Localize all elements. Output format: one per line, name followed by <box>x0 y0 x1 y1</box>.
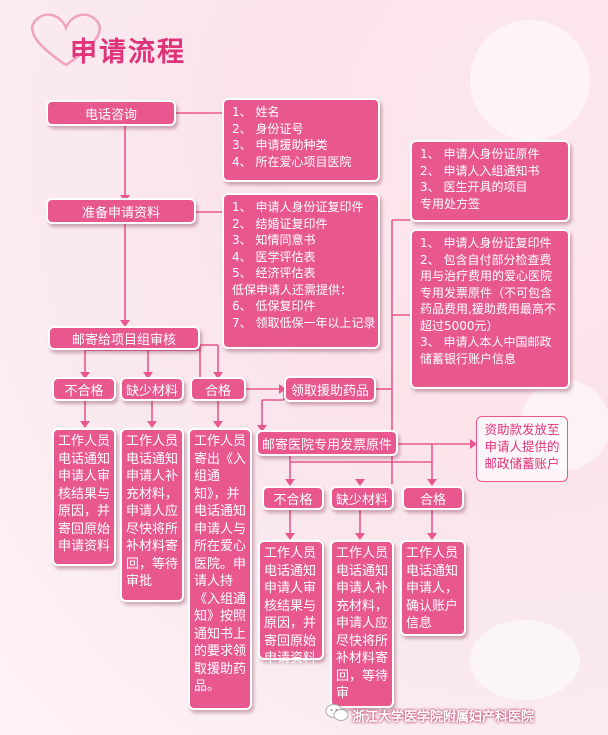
list-item: 7、 领取低保一年以上记录 <box>232 315 376 330</box>
list-item: 2、 结婚证复印件 <box>232 216 328 231</box>
list-item: 低保申请人还需提供： <box>232 282 353 297</box>
step-prepare-docs: 准备申请资料 <box>46 198 196 224</box>
page-title: 申请流程 <box>70 37 186 68</box>
list-item: 储蓄银行账户信息 <box>420 351 517 366</box>
drug-docs-list: 1、 申请人身份证原件 2、 申请人入组通知书 3、 医生开具的项目 专用处方签 <box>410 140 570 222</box>
review-fail-label: 不合格 <box>52 377 116 401</box>
list-item: 1、 姓名 <box>232 105 280 119</box>
list-item: 6、 低保复印件 <box>232 299 316 313</box>
list-item: 1、 申请人身份证原件 <box>420 147 540 161</box>
list-item: 药品费用,援助费用最高不 <box>420 302 556 316</box>
list-item: 2、 身份证号 <box>232 121 304 136</box>
list-item: 5、 经济评估表 <box>232 266 316 280</box>
list-item: 专用处方签 <box>420 196 481 211</box>
list-item: 用与治疗费用的爱心医院 <box>420 269 553 283</box>
list-item: 超过5000元） <box>420 318 499 333</box>
review-pass-label: 合格 <box>190 377 246 401</box>
list-item: 3、 医生开具的项目 <box>420 180 528 194</box>
phone-info-list: 1、 姓名 2、 身份证号 3、 申请援助种类 4、 所在爱心项目医院 <box>222 98 380 182</box>
prepare-docs-list: 1、 申请人身份证复印件 2、 结婚证复印件 3、 知情同意书 4、 医学评估表… <box>222 193 380 349</box>
list-item: 3、 知情同意书 <box>232 233 316 247</box>
background-flower <box>470 620 580 700</box>
step-mail-review: 邮寄给项目组审核 <box>48 326 200 350</box>
list-item: 1、 申请人身份证复印件 <box>420 236 552 250</box>
background-flower <box>470 20 590 140</box>
list-item: 3、 申请援助种类 <box>232 138 328 152</box>
invoice-docs-list: 1、 申请人身份证复印件 2、 包含自付部分检查费 用与治疗费用的爱心医院 专用… <box>410 229 570 389</box>
step-phone-consult: 电话咨询 <box>46 100 176 126</box>
list-item: 2、 申请人入组通知书 <box>420 163 540 178</box>
heart-icon <box>31 13 101 67</box>
footer-source: 浙江大学医学院附属妇产科医院 <box>352 710 535 725</box>
list-item: 1、 申请人身份证复印件 <box>232 200 364 214</box>
invoice-missing-label: 缺少材料 <box>330 486 394 510</box>
list-item: 2、 包含自付部分检查费 <box>420 252 552 267</box>
review-missing-label: 缺少材料 <box>120 377 184 401</box>
invoice-fail-note: 工作人员电话通知申请人审核结果与原因，并寄回原始申请资料 <box>258 540 324 666</box>
wechat-icon <box>325 704 349 721</box>
list-item: 4、 医学评估表 <box>232 249 316 264</box>
review-missing-note: 工作人员电话通知申请人补充材料，申请人应尽快将所补材料寄回，等待审批 <box>120 428 184 602</box>
review-pass-note: 工作人员寄出《入组通知》，并电话通知申请人与所在爱心医院。申请人持《入组通知》按… <box>188 428 252 710</box>
payout-note: 资助款发放至申请人提供的邮政储蓄账户 <box>476 416 568 482</box>
review-fail-note: 工作人员电话通知申请人审核结果与原因，并寄回原始申请资料 <box>52 428 116 566</box>
list-item: 专用发票原件（不可包含 <box>420 285 553 300</box>
invoice-pass-label: 合格 <box>402 486 464 510</box>
invoice-missing-note: 工作人员电话通知申请人补充材料，申请人应尽快将所补材料寄回，等待审 <box>330 540 394 708</box>
invoice-pass-note: 工作人员电话通知申请人，确认账户信息 <box>400 540 466 636</box>
list-item: 4、 所在爱心项目医院 <box>232 154 352 169</box>
step-receive-drugs: 领取援助药品 <box>284 376 376 402</box>
list-item: 3、 申请人本人中国邮政 <box>420 335 552 349</box>
invoice-fail-label: 不合格 <box>262 486 324 510</box>
step-mail-invoice: 邮寄医院专用发票原件 <box>256 430 398 456</box>
